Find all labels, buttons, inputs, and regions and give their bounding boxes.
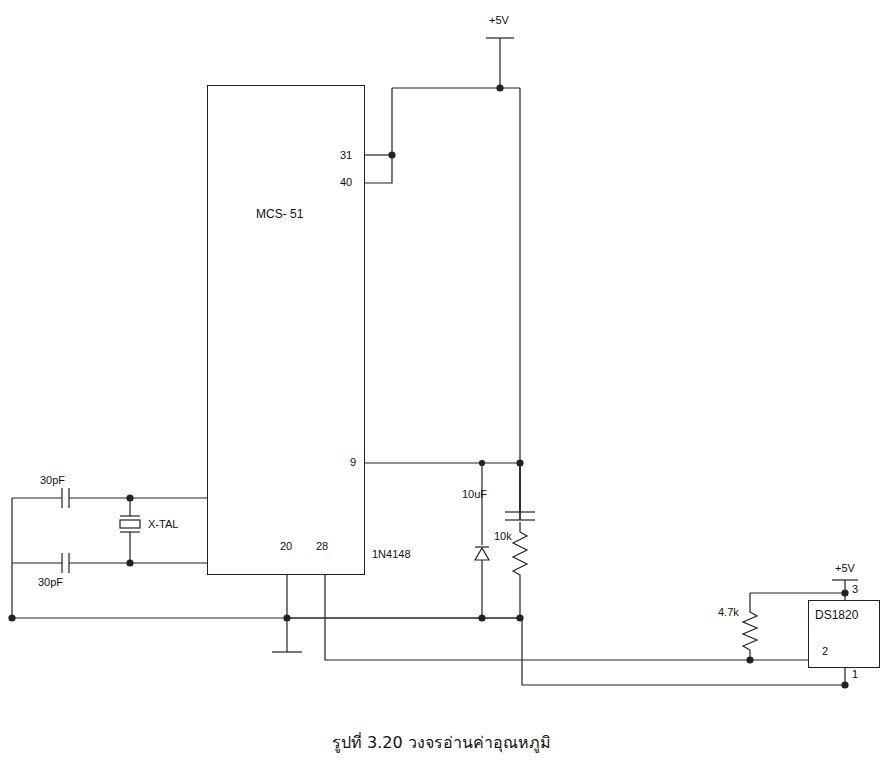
pin-number: 2 [822, 645, 828, 658]
capacitor-value: 10uF [462, 488, 487, 501]
resistor-value: 10k [494, 530, 512, 543]
chip-name: DS1820 [815, 608, 858, 622]
crystal-label: X-TAL [148, 518, 178, 531]
capacitor-value: 30pF [40, 474, 65, 487]
figure-caption: รูปที่ 3.20 วงจรอ่านค่าอุณหภูมิ [332, 730, 551, 755]
capacitor-value: 30pF [38, 576, 63, 589]
pin-number: 40 [340, 176, 352, 189]
resistor-value: 4.7k [718, 606, 739, 619]
pin-number: 20 [280, 540, 292, 553]
pin-number: 31 [340, 149, 352, 162]
diode-label: 1N4148 [372, 548, 411, 561]
chip-name: MCS- 51 [256, 207, 303, 221]
supply-label: +5V [489, 14, 509, 27]
pin-number: 1 [852, 668, 858, 681]
sensor-chip: DS1820 [808, 600, 880, 668]
pin-number: 28 [316, 540, 328, 553]
ground-wire [287, 575, 845, 685]
pin-number: 9 [350, 456, 356, 469]
pin-number: 3 [852, 583, 858, 596]
supply-label: +5V [835, 562, 855, 575]
